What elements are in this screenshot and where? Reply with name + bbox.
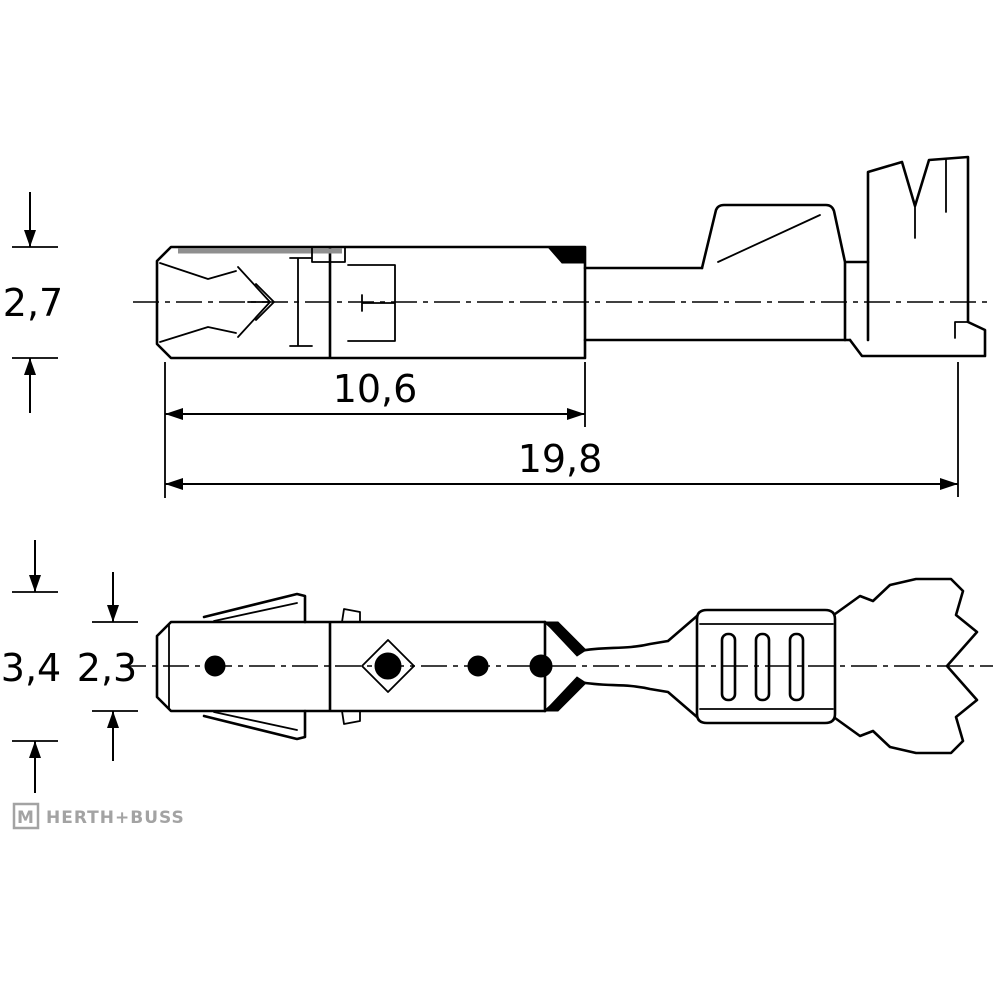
latch-wing-top-inner [213,602,298,622]
ext-line [164,362,586,498]
mid-bracket-detail [347,264,396,342]
dimension-arrow-down-icon [107,605,119,622]
dimension-arrow-down-icon [24,230,36,247]
terminal-side-view: 2,7 10,6 19,8 [3,155,993,498]
ext-line [92,621,138,712]
rivet-dot-1 [204,655,226,677]
seam-wedge [546,246,586,264]
brand-mark-box [12,802,40,830]
terminal-plan-view: 3,4 2,3 [1,540,993,793]
dimension-total-length: 19,8 [165,362,959,497]
latch-wing-top [202,592,307,624]
dimension-arrow-up-icon [29,741,41,758]
latch-wing-bottom [202,709,307,741]
brand-mark-letter: M [17,808,35,828]
dimension-arrow-up-icon [107,711,119,728]
dimension-arrow-right-icon [567,408,585,420]
dimension-inner-height: 2,3 [77,572,138,761]
insulation-crimp-hump [700,203,870,342]
crimp-slot-1 [720,632,737,702]
dimension-arrow-right-icon [940,478,958,490]
dimension-side-height: 2,7 [3,192,63,413]
crimp-slot-2 [754,632,771,702]
crimp-wing-overlap [717,214,821,263]
insulation-crimp-body [695,608,837,725]
rivet-dot-2 [374,652,402,680]
crimp-slot-3 [788,632,805,702]
rear-flag-detail [914,158,969,339]
small-tab-bottom [341,710,361,725]
brand-logo: M HERTH+BUSS [12,802,185,830]
rivet-dot-3 [467,655,489,677]
wire-crimp-profile [583,266,852,342]
rear-flare-outline [833,577,979,755]
dimension-arrow-left-icon [165,408,183,420]
dim-label-inner-height: 2,3 [77,646,137,690]
latch-wing-bottom-inner [213,711,298,731]
dimension-arrow-up-icon [24,358,36,375]
dim-label-side-height: 2,7 [3,281,63,325]
dim-label-outer-height: 3,4 [1,646,61,690]
brand-name: HERTH+BUSS [46,808,185,828]
dimension-outer-height: 3,4 [1,540,61,793]
rivet-dot-4 [529,654,553,678]
dimension-arrow-down-icon [29,575,41,592]
wire-neck [578,614,699,719]
dimension-arrow-left-icon [165,478,183,490]
spring-contact-detail [159,246,346,347]
dim-label-total-length: 19,8 [518,437,603,481]
rivet-diamond [361,639,415,693]
dimension-contact-length: 10,6 [164,362,586,498]
ext-line [12,246,58,359]
dim-label-contact-length: 10,6 [333,367,418,411]
small-tab-top [341,608,361,623]
rear-flag-outline [848,155,987,358]
crimp-body-inner-lines [699,623,834,710]
